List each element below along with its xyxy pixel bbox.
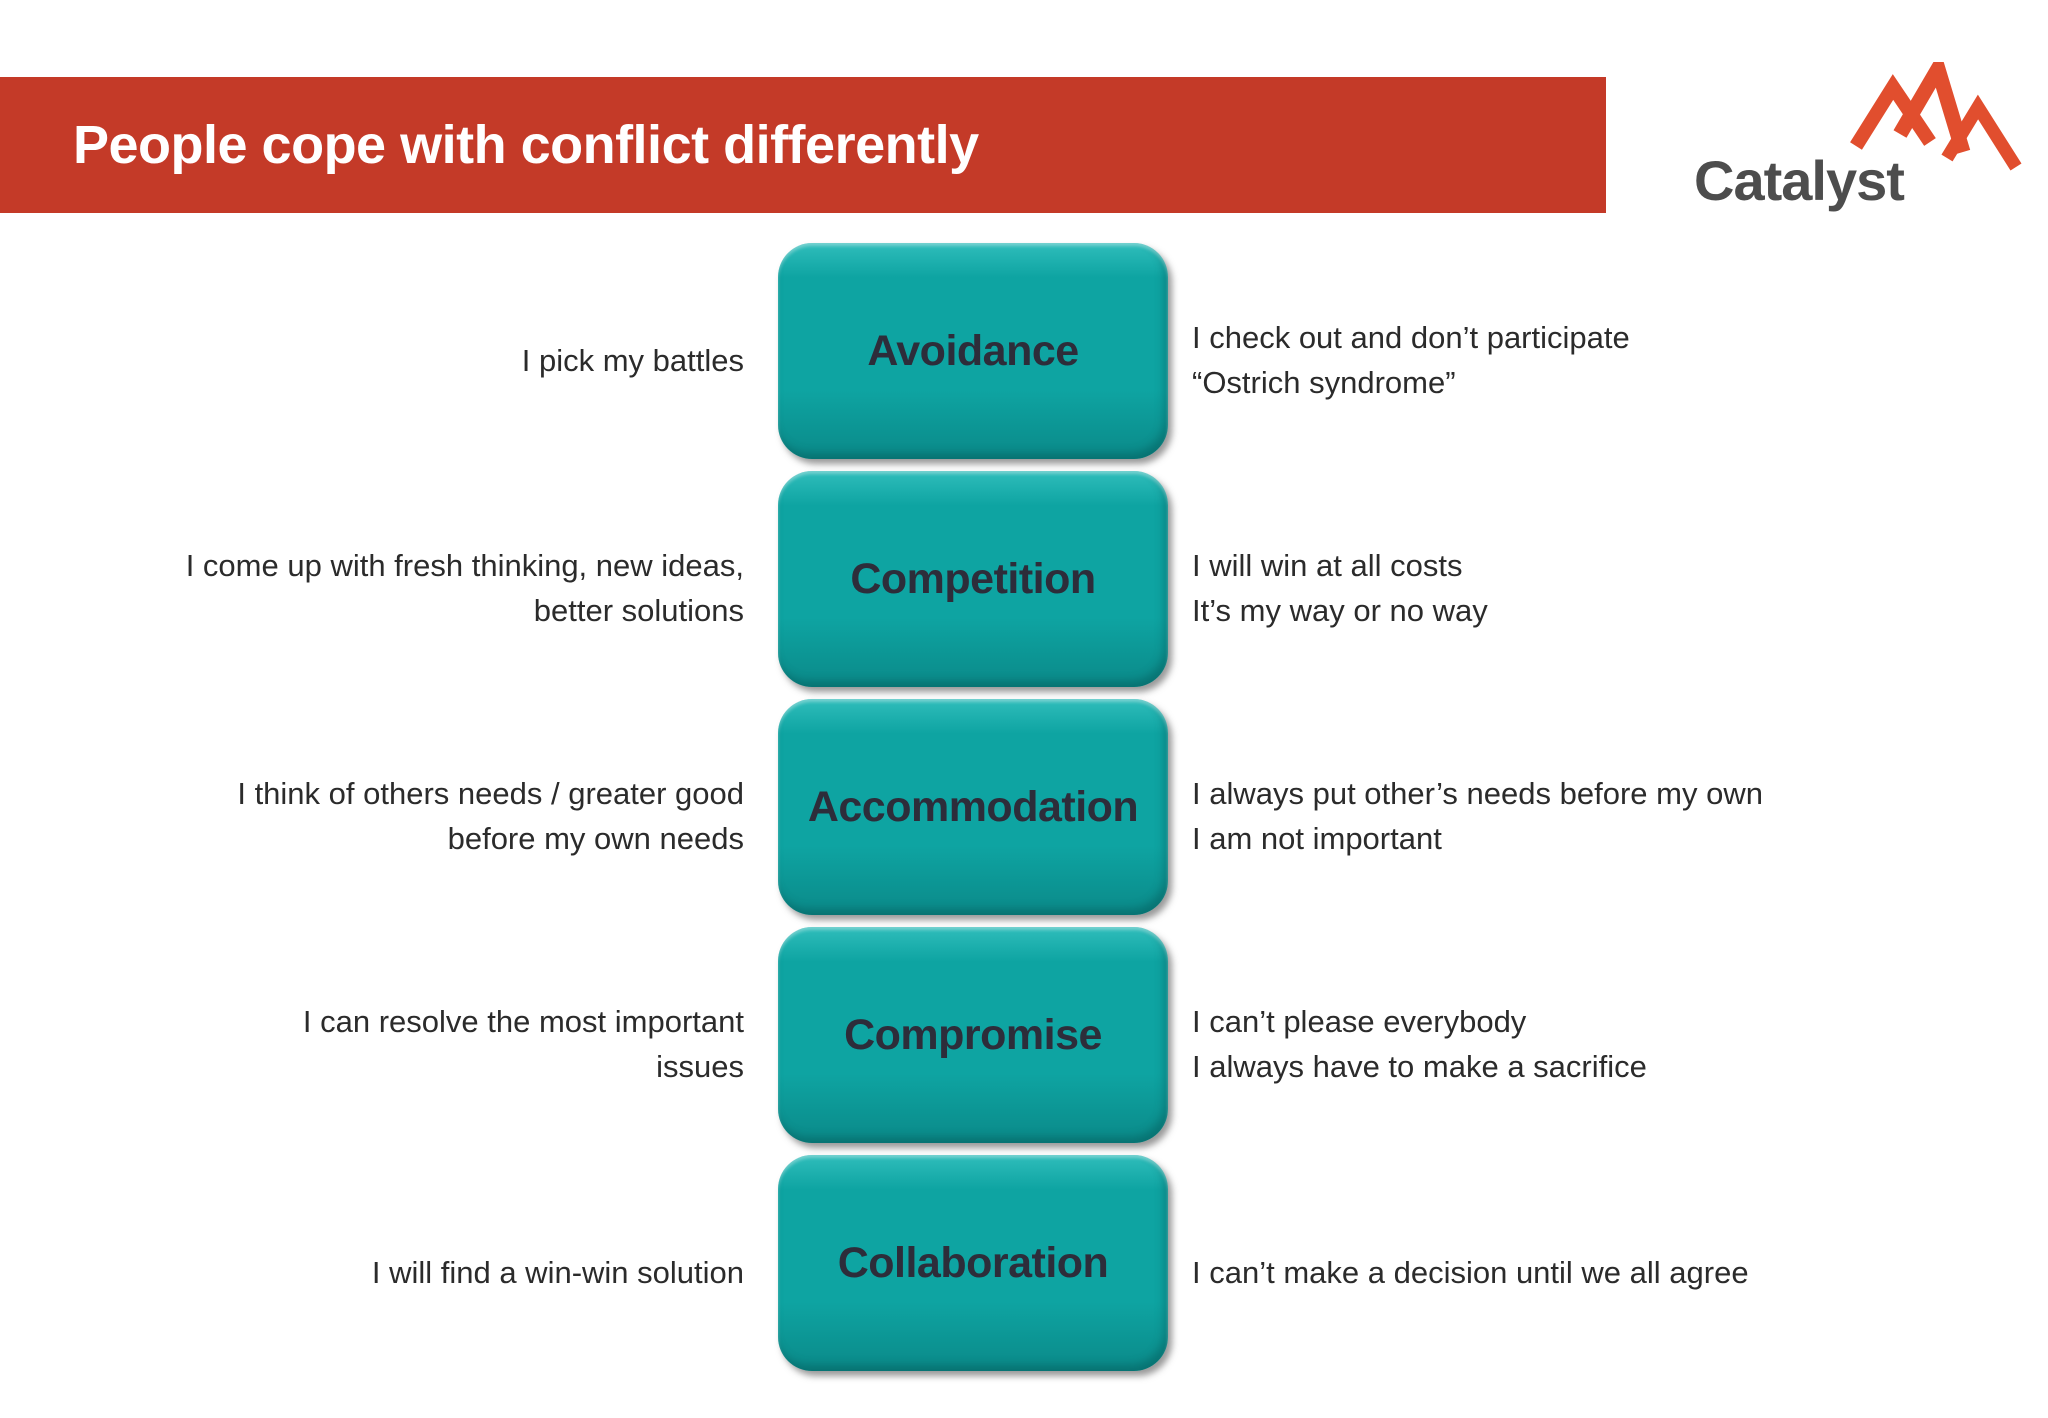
row-competition: I come up with fresh thinking, new ideas… (0, 471, 2048, 687)
right-caption: I will win at all costs It’s my way or n… (1192, 548, 1488, 628)
row-avoidance: I pick my battles Avoidance I check out … (0, 243, 2048, 459)
right-cell: I always put other’s needs before my own… (1168, 699, 2048, 915)
mountain-icon (1850, 62, 2022, 171)
conflict-style-rows: I pick my battles Avoidance I check out … (0, 243, 2048, 1383)
catalyst-logo-text: Catalyst (1694, 149, 1905, 212)
concept-box-avoidance: Avoidance (778, 243, 1168, 459)
page-title: People cope with conflict differently (73, 115, 979, 175)
right-caption: I can’t please everybody I always have t… (1192, 1004, 1647, 1084)
left-cell: I can resolve the most important issues (0, 927, 778, 1143)
left-cell: I think of others needs / greater good b… (0, 699, 778, 915)
right-cell: I check out and don’t participate “Ostri… (1168, 243, 2048, 459)
title-bar: People cope with conflict differently (0, 77, 1606, 213)
box-label: Competition (850, 554, 1096, 603)
concept-box-collaboration: Collaboration (778, 1155, 1168, 1371)
right-caption: I check out and don’t participate “Ostri… (1192, 320, 1630, 400)
right-cell: I can’t make a decision until we all agr… (1168, 1155, 2048, 1371)
left-caption: I can resolve the most important issues (302, 1004, 744, 1084)
left-cell: I pick my battles (0, 243, 778, 459)
right-caption: I always put other’s needs before my own… (1192, 776, 1763, 856)
box-label: Avoidance (867, 326, 1079, 375)
concept-box-competition: Competition (778, 471, 1168, 687)
left-cell: I will find a win-win solution (0, 1155, 778, 1371)
row-accommodation: I think of others needs / greater good b… (0, 699, 2048, 915)
left-caption: I think of others needs / greater good b… (237, 776, 744, 856)
right-caption: I can’t make a decision until we all agr… (1192, 1254, 1749, 1290)
left-caption: I pick my battles (521, 342, 744, 378)
right-cell: I will win at all costs It’s my way or n… (1168, 471, 2048, 687)
left-caption: I will find a win-win solution (371, 1254, 744, 1290)
row-collaboration: I will find a win-win solution Collabora… (0, 1155, 2048, 1371)
left-caption: I come up with fresh thinking, new ideas… (185, 548, 744, 628)
right-cell: I can’t please everybody I always have t… (1168, 927, 2048, 1143)
box-label: Compromise (844, 1010, 1102, 1059)
row-compromise: I can resolve the most important issues … (0, 927, 2048, 1143)
catalyst-logo: Catalyst (1680, 60, 2040, 225)
box-label: Collaboration (837, 1238, 1109, 1287)
concept-box-accommodation: Accommodation (778, 699, 1168, 915)
concept-box-compromise: Compromise (778, 927, 1168, 1143)
left-cell: I come up with fresh thinking, new ideas… (0, 471, 778, 687)
box-label: Accommodation (807, 782, 1139, 831)
